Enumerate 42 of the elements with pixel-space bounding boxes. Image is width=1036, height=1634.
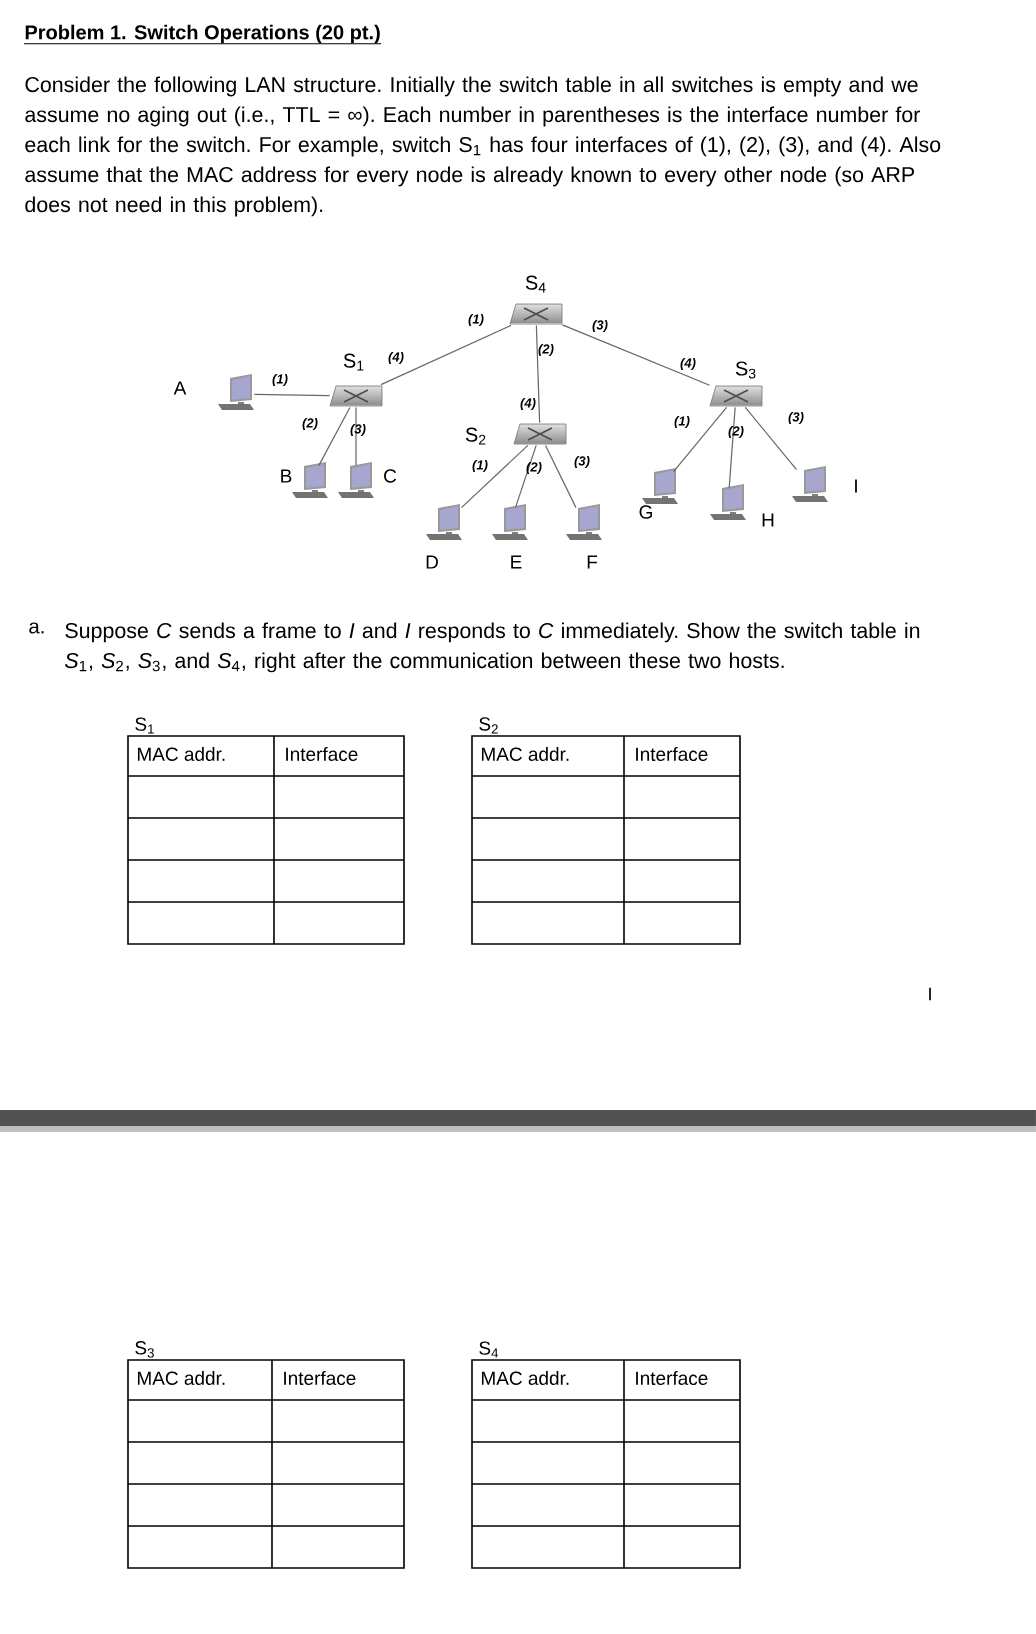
table-title: S$_{3}$	[135, 1341, 154, 1358]
column-header: MAC addr.	[137, 747, 225, 761]
host-label: A	[173, 381, 187, 395]
table-title: S$_{1}$	[135, 717, 154, 734]
switch-label: S$_{2}$	[465, 427, 486, 445]
table-title: S$_{2}$	[479, 717, 498, 734]
column-header: MAC addr.	[481, 747, 569, 761]
link-line	[514, 444, 537, 509]
switch-label: S$_{4}$	[525, 275, 546, 293]
stray-mark: I	[929, 987, 931, 1001]
column-header: MAC addr.	[137, 1371, 225, 1385]
host-label: B	[281, 469, 292, 483]
link-line	[253, 393, 331, 397]
switch-label: S$_{1}$	[343, 353, 364, 371]
host-label: H	[762, 513, 774, 527]
host-label: E	[511, 555, 522, 569]
item-letter: a.	[29, 622, 44, 634]
table-title: S$_{4}$	[479, 1341, 499, 1358]
host-label: D	[426, 555, 438, 569]
title: Problem 1. Switch Operations (20 pt.)	[23, 24, 382, 45]
link-line	[535, 324, 541, 424]
column-header: MAC addr.	[481, 1371, 569, 1385]
switch-label: S$_{3}$	[735, 361, 756, 379]
link-line	[728, 406, 736, 489]
column-header: Interface	[286, 747, 358, 761]
paragraph: Consider the following LAN structure. Initially the switch table in all switches is empty and we assume no aging out (i.e., TTL = ∞). Each number in parentheses is the interface number for each link for the switch. For example, switch S$_{1}$ has four interfaces of (1), (2), (3), and (4). Also assume that the MAC address for every node is already known to every other node (so ARP does not need in this problem).	[25, 76, 941, 217]
question-text: Suppose C sends a frame to I and I responds to C immediately. Show the switch table in S$_{1}$, S$_{2}$, S$_{3}$, and S$_{4}$, right after the communication between these two hosts.	[65, 622, 920, 673]
link-line	[380, 324, 512, 386]
link-line	[318, 406, 351, 467]
host-label: G	[639, 505, 652, 519]
link-line	[672, 406, 728, 473]
column-header: Interface	[636, 1371, 708, 1385]
link-line	[355, 406, 357, 467]
column-header: Interface	[284, 1371, 356, 1385]
link-line	[744, 406, 798, 471]
link-line	[544, 444, 577, 509]
column-header: Interface	[636, 747, 708, 761]
host-label: C	[384, 469, 397, 483]
link-line	[460, 444, 529, 509]
link-line	[561, 324, 711, 386]
host-label: F	[587, 555, 598, 569]
host-label: I	[855, 479, 857, 493]
